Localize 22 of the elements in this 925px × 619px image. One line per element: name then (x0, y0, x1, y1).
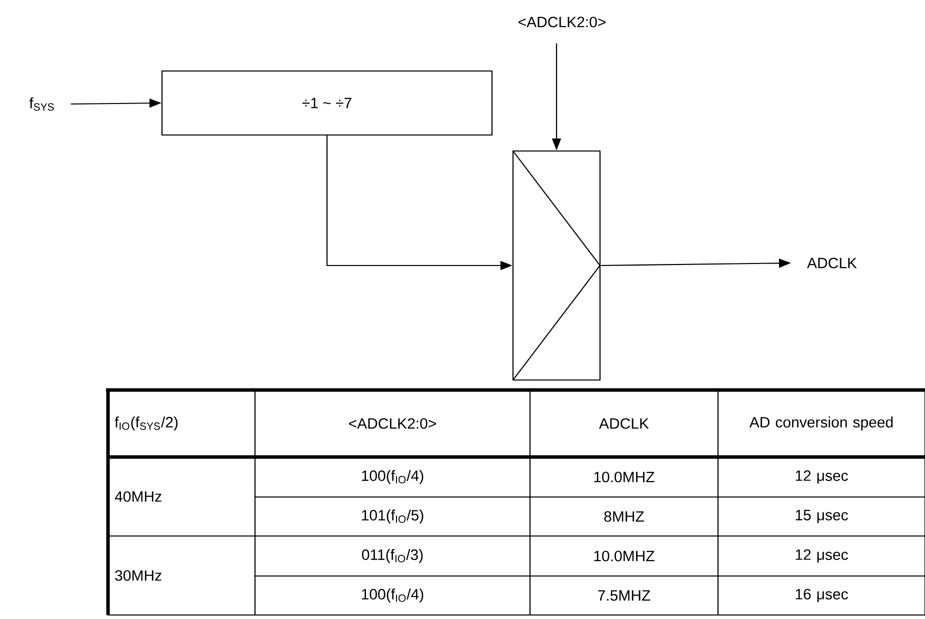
table-cell: f$_{IO}$(f$_{SYS}$/2) (114, 416, 178, 430)
table-cell: AD conversion speed (749, 416, 893, 430)
table-cell: 7.5MHZ (598, 590, 650, 601)
table-cell: 101(f$_{IO}$/5) (362, 510, 424, 524)
table-cell: 16 μsec (796, 588, 848, 602)
table-cell: 15 μsec (796, 510, 848, 524)
table-cell: 100(f$_{IO}$/4) (362, 588, 424, 602)
table-cell: 011(f$_{IO}$/3) (362, 549, 423, 563)
table-cell: 12 μsec (796, 549, 848, 563)
table-cell: <ADCLK2:0> (349, 418, 436, 429)
signal-label: <ADCLK2:0> (518, 16, 606, 28)
multiplexer-box (512, 150, 601, 381)
table-cell: 10.0MHZ (594, 472, 654, 482)
table-cell: ADCLK (599, 418, 649, 429)
signal-label: f$_{SYS}$ (29, 97, 54, 111)
table-cell: 100(f$_{IO}$/4) (362, 470, 424, 484)
signal-label: ADCLK (807, 258, 857, 268)
table-cell: 30MHz (115, 570, 162, 581)
table-cell: 10.0MHZ (594, 550, 654, 562)
table-cell: 12 μsec (796, 470, 848, 484)
table-cell: 8MHZ (604, 511, 644, 522)
table-cell: 40MHz (114, 491, 162, 502)
